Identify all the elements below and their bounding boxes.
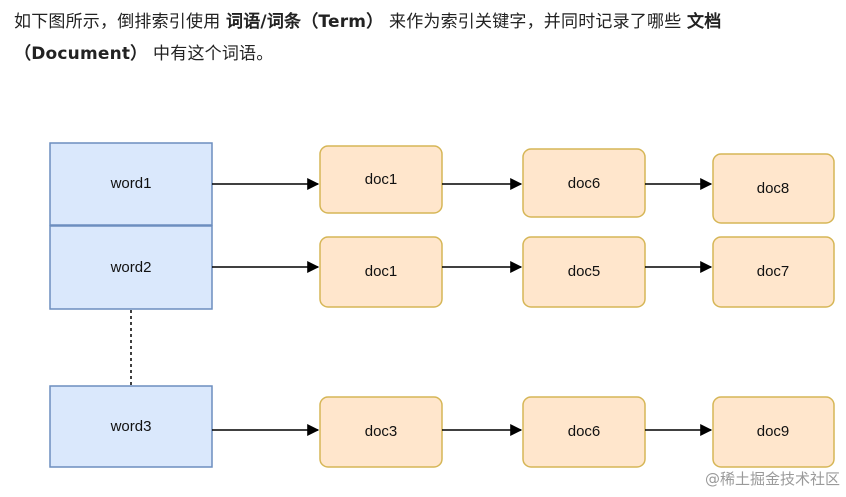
word-node-1: word1 xyxy=(49,142,213,226)
doc-node-1-1: doc1 xyxy=(319,145,443,214)
doc-node-2-1: doc1 xyxy=(319,236,443,308)
doc-node-1-3: doc8 xyxy=(712,153,835,224)
doc-node-1-2: doc6 xyxy=(522,148,646,218)
doc-label-2-3: doc7 xyxy=(757,263,790,280)
doc-node-2-3: doc7 xyxy=(712,236,835,308)
doc-label-3-1: doc3 xyxy=(365,423,398,440)
doc-label-1-1: doc1 xyxy=(365,171,398,188)
watermark: @稀土掘金技术社区 xyxy=(704,470,840,488)
term-highlight: 词语/词条（Term） xyxy=(226,12,384,32)
intro-paragraph: 如下图所示，倒排索引使用 词语/词条（Term） 来作为索引关键字，并同时记录了… xyxy=(14,6,834,70)
word-label-3: word3 xyxy=(110,418,152,435)
word-label-1: word1 xyxy=(110,175,152,192)
doc-node-3-1: doc3 xyxy=(319,396,443,468)
doc-label-1-3: doc8 xyxy=(757,180,790,197)
doc-node-3-3: doc9 xyxy=(712,396,835,468)
doc-node-3-2: doc6 xyxy=(522,396,646,468)
intro-text-2: 来作为索引关键字，并同时记录了哪些 xyxy=(383,12,687,32)
doc-node-2-2: doc5 xyxy=(522,236,646,308)
word-label-2: word2 xyxy=(110,259,152,276)
doc-label-3-2: doc6 xyxy=(568,423,601,440)
doc-label-1-2: doc6 xyxy=(568,175,601,192)
doc-label-2-2: doc5 xyxy=(568,263,601,280)
word-node-3: word3 xyxy=(49,385,213,468)
intro-text-1: 如下图所示，倒排索引使用 xyxy=(14,12,227,32)
doc-label-3-3: doc9 xyxy=(757,423,790,440)
word-node-2: word2 xyxy=(49,225,213,310)
doc-label-2-1: doc1 xyxy=(365,263,398,280)
document-highlight: 文档（Document） xyxy=(14,12,722,64)
intro-text-3: 中有这个词语。 xyxy=(147,44,274,64)
